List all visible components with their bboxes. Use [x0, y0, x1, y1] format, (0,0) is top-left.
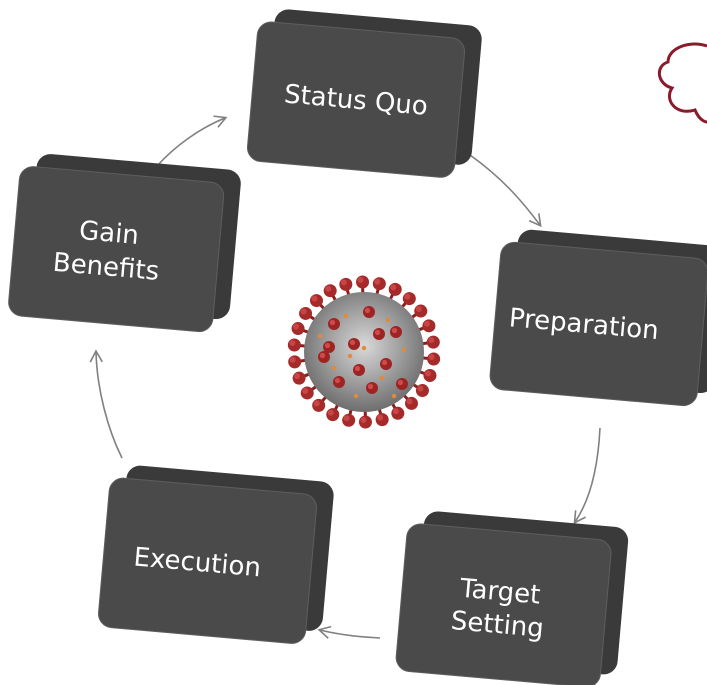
stage-box-execution: Execution	[98, 465, 334, 644]
stage-box-target-setting: Target Setting	[395, 511, 629, 685]
arrow-status-quo-to-preparation	[469, 154, 542, 228]
stage-box-gain-benefits: Gain Benefits	[8, 154, 241, 333]
cloud-outline-shape	[658, 42, 707, 124]
stage-box-status-quo: Status Quo	[246, 9, 482, 178]
stage-box-preparation: Preparation	[489, 229, 707, 407]
arrow-execution-to-gain-benefits	[89, 349, 123, 459]
coronavirus-icon	[287, 275, 441, 429]
stage-label: Target	[458, 574, 542, 611]
stage-label: Gain	[78, 216, 140, 251]
arrow-gain-benefits-to-status-quo	[156, 115, 228, 167]
arrow-target-setting-to-execution	[317, 625, 381, 639]
arrow-preparation-to-target-setting	[573, 427, 601, 525]
